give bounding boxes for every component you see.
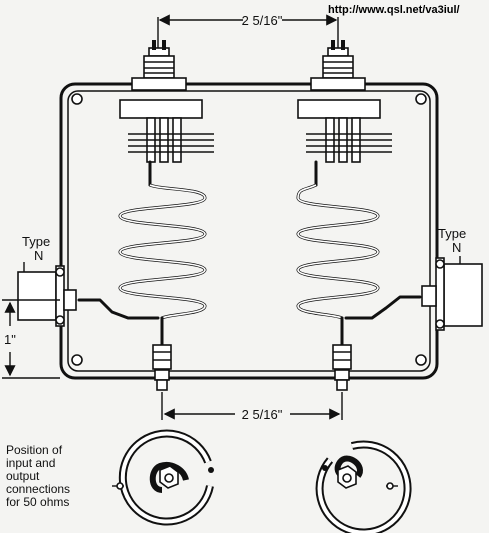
left-helical-coil (118, 183, 207, 347)
height-dimension-label: 1" (4, 332, 16, 347)
input-connection-view (112, 429, 214, 526)
caption-line-5: for 50 ohms (6, 495, 69, 509)
enclosure-box (59, 82, 439, 380)
caption-line-2: input and (6, 456, 55, 470)
right-connector-n-label: N (452, 240, 461, 255)
height-dimension: 1" (2, 299, 60, 379)
top-dimension: 2 5/16" (157, 13, 339, 52)
left-type-n-connector: Type N (17, 234, 77, 327)
svg-text:output: output (6, 469, 40, 483)
svg-text:connections: connections (6, 482, 70, 496)
left-tap-lead (77, 298, 160, 320)
right-tap-lead (344, 295, 422, 320)
connection-caption: Position of input and output connections… (6, 443, 70, 509)
right-coil-mount (332, 344, 352, 391)
top-dimension-label: 2 5/16" (242, 13, 283, 28)
right-helical-coil (296, 183, 380, 347)
left-trimmer-capacitor (119, 40, 214, 187)
bottom-dimension: 2 5/16" (161, 392, 343, 422)
svg-text:input and: input and (6, 456, 55, 470)
svg-text:for 50 ohms: for 50 ohms (6, 495, 69, 509)
svg-text:Position of: Position of (6, 443, 63, 457)
caption-line-1: Position of (6, 443, 63, 457)
left-connector-n-label: N (34, 248, 43, 263)
source-url: http://www.qsl.net/va3iul/ (328, 4, 460, 16)
caption-line-4: connections (6, 482, 70, 496)
caption-line-3: output (6, 469, 40, 483)
right-type-n-connector: Type N (421, 226, 483, 331)
right-connector-type-label: Type (438, 226, 466, 241)
left-connector-type-label: Type (22, 234, 50, 249)
output-connection-view (315, 440, 412, 533)
bottom-dimension-label: 2 5/16" (242, 407, 283, 422)
right-trimmer-capacitor (297, 40, 392, 187)
left-coil-mount (152, 344, 172, 391)
